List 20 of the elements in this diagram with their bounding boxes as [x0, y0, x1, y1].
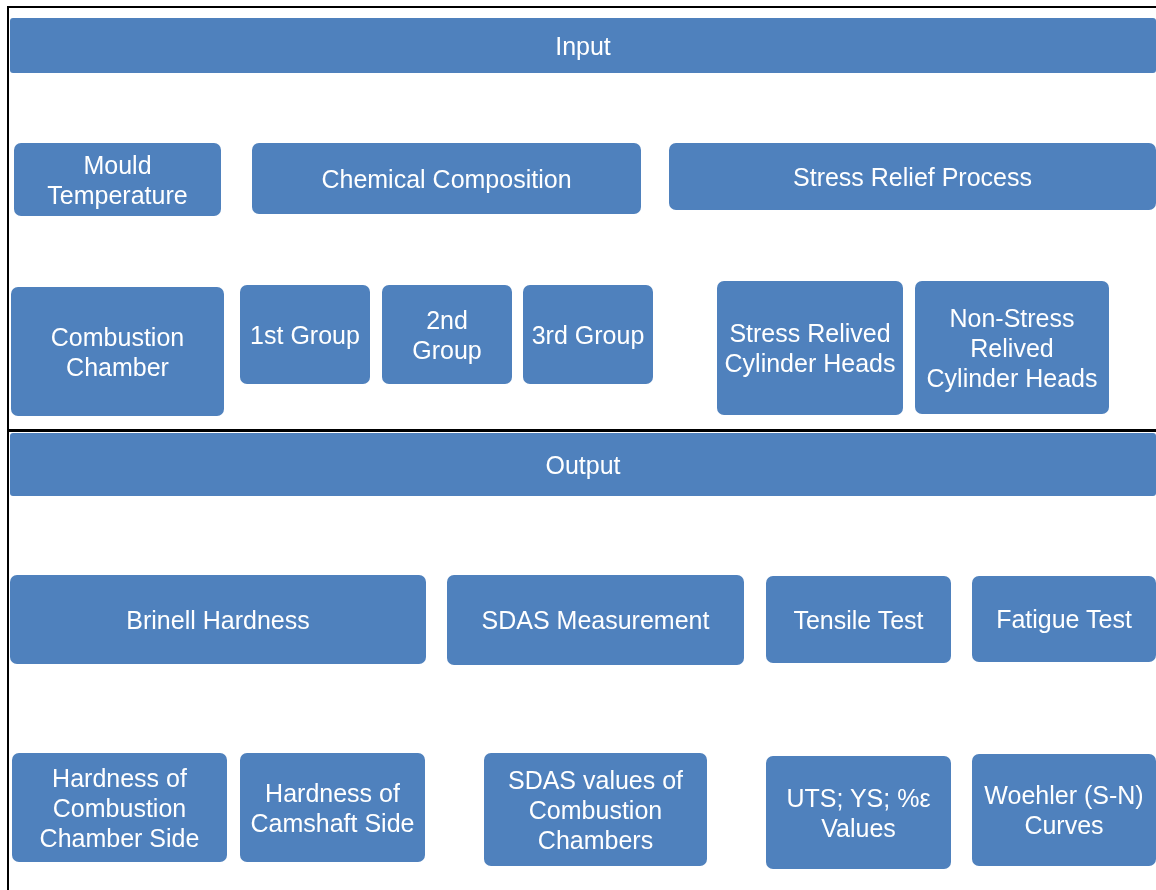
process-box: Chemical Composition [252, 143, 641, 214]
process-box: UTS; YS; %ε Values [766, 756, 951, 869]
process-box: SDAS values of Combustion Chambers [484, 753, 707, 866]
process-box: Hardness of Combustion Chamber Side [12, 753, 227, 862]
section-header-bar: Input [10, 18, 1156, 73]
process-box: Brinell Hardness [10, 575, 426, 664]
process-box: Stress Relief Process [669, 143, 1156, 210]
process-box: Tensile Test [766, 576, 951, 663]
process-box: SDAS Measurement [447, 575, 744, 665]
process-box: Woehler (S-N) Curves [972, 754, 1156, 866]
process-box: Mould Temperature [14, 143, 221, 216]
section-header-bar: Output [10, 433, 1156, 496]
process-box: Non-Stress Relived Cylinder Heads [915, 281, 1109, 414]
process-box: 1st Group [240, 285, 370, 384]
process-box: Combustion Chamber [11, 287, 224, 416]
process-box: Stress Relived Cylinder Heads [717, 281, 903, 415]
process-box: Hardness of Camshaft Side [240, 753, 425, 862]
process-box: Fatigue Test [972, 576, 1156, 662]
process-box: 3rd Group [523, 285, 653, 384]
process-box: 2nd Group [382, 285, 512, 384]
